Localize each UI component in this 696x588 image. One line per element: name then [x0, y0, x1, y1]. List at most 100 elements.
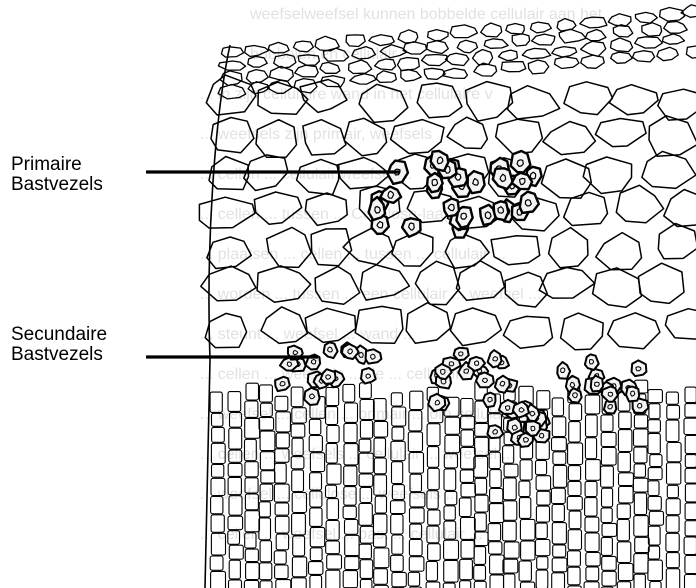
parenchyma-cell [508, 86, 560, 119]
xylem-cell [228, 392, 241, 412]
xylem-cell [228, 463, 242, 476]
parenchyma-cell [658, 224, 696, 259]
xylem-cell [375, 496, 386, 513]
xylem-cell [585, 517, 599, 532]
xylem-cell [444, 521, 456, 539]
xylem-cell [567, 497, 582, 511]
label-primary-line-1: Primaire [11, 155, 103, 175]
xylem-cell [229, 545, 243, 559]
xylem-cell [459, 498, 471, 517]
xylem-cell [260, 484, 273, 501]
cortex-cell [375, 59, 396, 70]
cortex-cell [403, 42, 426, 54]
xylem-cell [619, 487, 634, 503]
xylem-cell [408, 432, 422, 452]
xylem-cell [245, 549, 258, 562]
xylem-cell [552, 398, 563, 416]
xylem-cell [428, 510, 440, 525]
xylem-cell [326, 541, 340, 554]
xylem-cell [460, 581, 471, 588]
xylem-cell [392, 485, 404, 500]
xylem-cell [461, 430, 474, 446]
parenchyma-cell [491, 236, 540, 265]
xylem-cell [229, 496, 242, 516]
xylem-cell [617, 504, 630, 519]
xylem-cell [310, 473, 322, 490]
xylem-cell [310, 548, 322, 561]
xylem-cell [276, 580, 291, 588]
xylem-cell [211, 497, 223, 514]
primary-fiber-cell [380, 187, 401, 203]
secondary-fiber-cell [304, 388, 319, 405]
xylem-cell [408, 572, 419, 586]
xylem-cell [536, 523, 548, 538]
xylem-cell [343, 571, 357, 588]
xylem-cell [310, 527, 324, 546]
cortex-cell [552, 47, 577, 57]
parenchyma-cell [593, 268, 642, 307]
xylem-cell [391, 515, 403, 535]
xylem-cell [326, 521, 339, 541]
xylem-cell [392, 535, 403, 554]
xylem-cell [309, 562, 323, 575]
xylem-cell [345, 557, 359, 570]
cortex-cell [245, 46, 269, 57]
xylem-cell [552, 573, 565, 588]
cortex-cell [218, 61, 245, 70]
xylem-cell [245, 418, 260, 438]
cortex-cell [501, 62, 526, 72]
secondary-fiber-cell [321, 369, 336, 384]
xylem-cell [445, 435, 460, 453]
xylem-cell [648, 496, 661, 510]
xylem-cell [245, 511, 260, 532]
cortex-cell [268, 42, 289, 52]
parenchyma-cell [205, 313, 246, 347]
primary-fiber-cell [402, 218, 420, 237]
xylem-cell [260, 431, 275, 451]
cortex-cell [484, 39, 508, 49]
cortex-cell [585, 30, 606, 41]
xylem-cell [650, 582, 661, 588]
xylem-cell [374, 399, 387, 421]
xylem-cell [586, 460, 601, 481]
secondary-fiber-cell [275, 377, 290, 391]
xylem-cell [228, 516, 243, 530]
xylem-cell [410, 524, 422, 539]
xylem-cell [586, 553, 600, 566]
cortex-cell [611, 52, 633, 63]
xylem-cell [444, 540, 459, 559]
xylem-cell [211, 571, 226, 588]
parenchyma-cell [639, 263, 685, 303]
xylem-cell [275, 503, 289, 515]
xylem-cell [259, 417, 274, 430]
xylem-cell [230, 412, 242, 427]
xylem-cell [275, 463, 287, 483]
parenchyma-cell [406, 303, 450, 344]
xylem-cell [410, 474, 422, 492]
xylem-cell [475, 495, 488, 512]
xylem-cell [461, 540, 474, 558]
parenchyma-cell [642, 151, 696, 188]
xylem-cell [685, 387, 696, 403]
parenchyma-cell [505, 272, 547, 307]
xylem-cell [552, 417, 566, 437]
xylem-cell [474, 566, 486, 581]
xylem-cell [667, 463, 681, 485]
parenchyma-cell [254, 192, 301, 224]
xylem-cell [260, 581, 272, 588]
xylem-cell [488, 524, 501, 541]
xylem-cell [602, 556, 617, 570]
xylem-cell [245, 439, 257, 460]
xylem-cell [443, 583, 455, 588]
xylem-cell [359, 544, 371, 559]
parenchyma-cell [392, 232, 433, 266]
cortex-cell [473, 50, 493, 65]
parenchyma-cell [207, 237, 251, 269]
xylem-cell [427, 491, 438, 509]
xylem-cell [602, 488, 613, 507]
xylem-cell [520, 519, 535, 540]
xylem-cell [475, 437, 489, 455]
xylem-cell [359, 504, 372, 526]
cortex-cell [663, 34, 685, 44]
label-primaire-bastvezels: Primaire Bastvezels [11, 155, 103, 195]
